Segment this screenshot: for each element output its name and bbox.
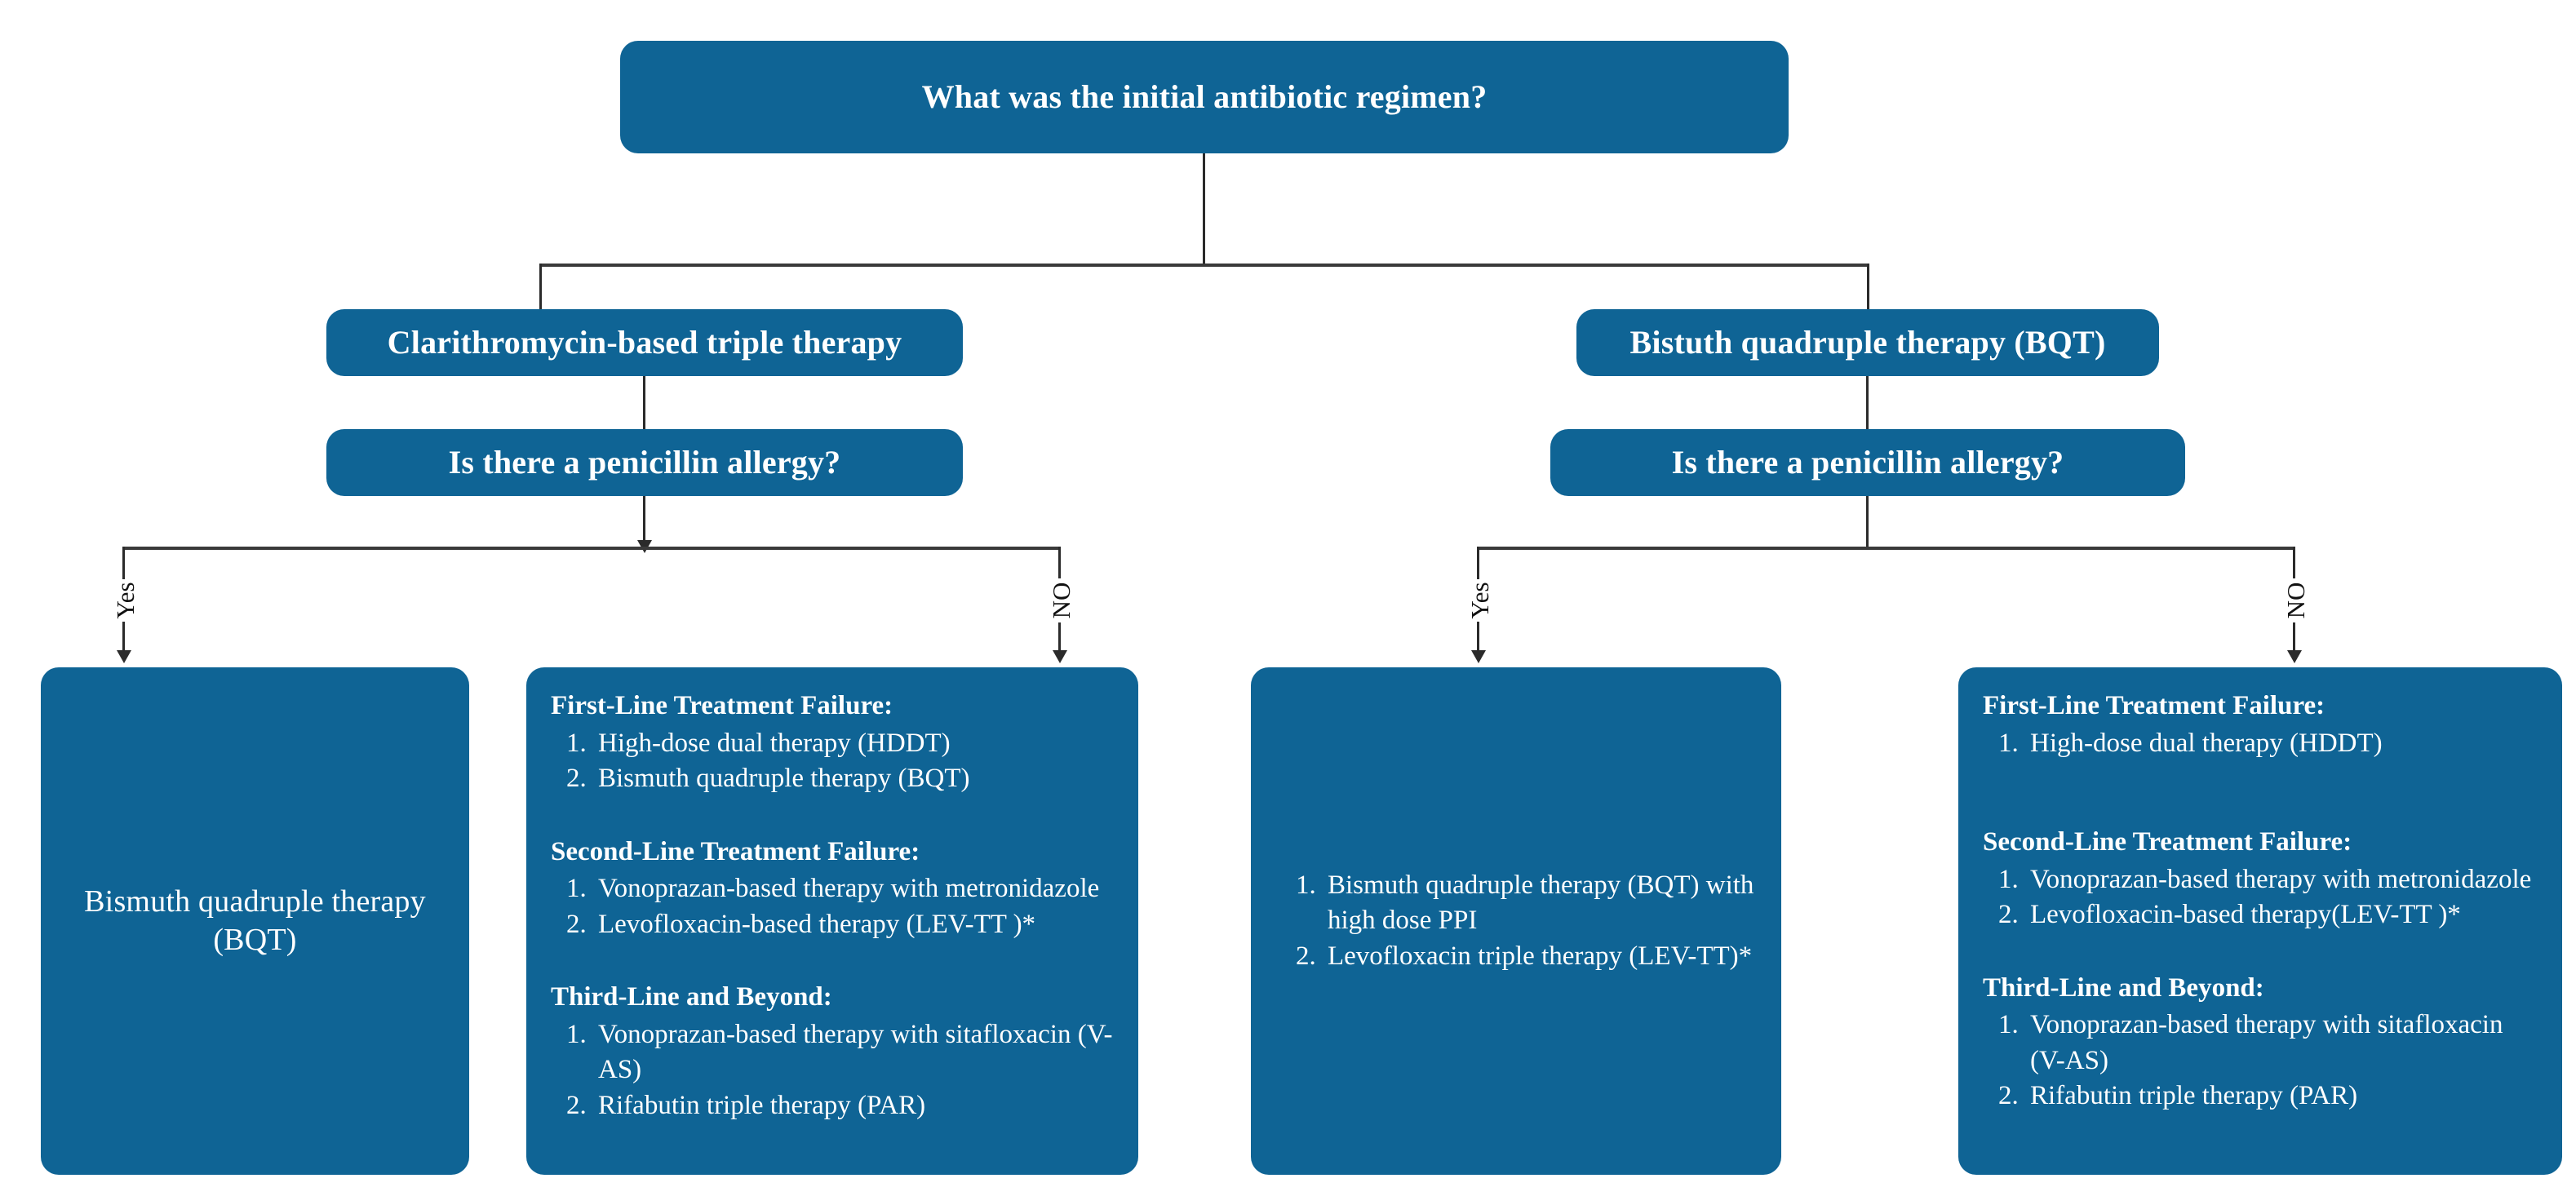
spacer [551, 797, 1119, 835]
arrow-right-no [2287, 650, 2302, 663]
right-allergy-question-label: Is there a penicillin allergy? [1671, 444, 2064, 481]
node-root-question[interactable]: What was the initial antibiotic regimen? [620, 41, 1789, 153]
list-item: Vonoprazan-based therapy with metronidaz… [2025, 862, 2543, 898]
arrow-left-no [1053, 650, 1067, 663]
clari-no-section-title-2: Third-Line and Beyond: [551, 982, 832, 1012]
branch-label-left-yes: Yes [111, 579, 140, 622]
connector-root-right-drop [1867, 264, 1869, 309]
clari-no-section-title-1: Second-Line Treatment Failure: [551, 836, 920, 866]
outcome-clarithromycin-no[interactable]: First-Line Treatment Failure: High-dose … [526, 667, 1138, 1175]
connector-right-split-bar [1477, 547, 2295, 550]
branch-label-right-yes: Yes [1465, 579, 1495, 622]
list-item: Levofloxacin triple therapy (LEV-TT)* [1323, 939, 1757, 975]
list-item: Levofloxacin-based therapy(LEV-TT )* [2025, 897, 2543, 933]
bqt-yes-list: Bismuth quadruple therapy (BQT) with hig… [1284, 868, 1757, 975]
bqt-no-section-list-0: High-dose dual therapy (HDDT) [1983, 726, 2543, 762]
clari-no-section-list-0: High-dose dual therapy (HDDT) Bismuth qu… [551, 726, 1119, 797]
list-item: Bismuth quadruple therapy (BQT) with hig… [1323, 868, 1757, 939]
list-item: High-dose dual therapy (HDDT) [2025, 726, 2543, 762]
connector-left-question-stem [643, 496, 645, 547]
clari-no-section-list-2: Vonoprazan-based therapy with sitafloxac… [551, 1017, 1119, 1124]
clarithromycin-regimen-label: Clarithromycin-based triple therapy [387, 324, 902, 361]
bqt-no-section-title-2: Third-Line and Beyond: [1983, 972, 2264, 1003]
list-item: Vonoprazan-based therapy with metronidaz… [593, 871, 1119, 907]
arrow-left-yes [117, 650, 131, 663]
connector-right-question-stem [1866, 496, 1869, 549]
connector-left-regimen-to-question [643, 376, 645, 429]
bqt-regimen-label: Bistuth quadruple therapy (BQT) [1629, 324, 2106, 361]
bqt-no-section-list-1: Vonoprazan-based therapy with metronidaz… [1983, 862, 2543, 933]
outcome-bqt-yes[interactable]: Bismuth quadruple therapy (BQT) with hig… [1251, 667, 1781, 1175]
bqt-no-section-list-2: Vonoprazan-based therapy with sitafloxac… [1983, 1008, 2543, 1114]
bqt-no-section-title-1: Second-Line Treatment Failure: [1983, 827, 2352, 857]
connector-left-split-bar [122, 547, 1061, 550]
branch-label-right-no: NO [2281, 578, 2311, 622]
node-right-allergy-question[interactable]: Is there a penicillin allergy? [1550, 429, 2185, 496]
spacer [1983, 761, 2543, 825]
connector-right-regimen-to-question [1866, 376, 1869, 429]
outcome-clarithromycin-yes[interactable]: Bismuth quadruple therapy (BQT) [41, 667, 469, 1175]
node-clarithromycin-regimen[interactable]: Clarithromycin-based triple therapy [326, 309, 963, 376]
list-item: Rifabutin triple therapy (PAR) [2025, 1079, 2543, 1114]
list-item: Bismuth quadruple therapy (BQT) [593, 761, 1119, 797]
list-item: Vonoprazan-based therapy with sitafloxac… [593, 1017, 1119, 1088]
node-left-allergy-question[interactable]: Is there a penicillin allergy? [326, 429, 963, 496]
list-item: High-dose dual therapy (HDDT) [593, 726, 1119, 762]
list-item: Levofloxacin-based therapy (LEV-TT )* [593, 907, 1119, 943]
left-allergy-question-label: Is there a penicillin allergy? [448, 444, 841, 481]
arrow-right-yes [1471, 650, 1486, 663]
outcome-bqt-no[interactable]: First-Line Treatment Failure: High-dose … [1958, 667, 2562, 1175]
node-bqt-regimen[interactable]: Bistuth quadruple therapy (BQT) [1576, 309, 2159, 376]
list-item: Vonoprazan-based therapy with sitafloxac… [2025, 1008, 2543, 1079]
branch-label-left-no: NO [1047, 578, 1076, 622]
spacer [1983, 933, 2543, 971]
clari-no-section-list-1: Vonoprazan-based therapy with metronidaz… [551, 871, 1119, 942]
clari-no-section-title-0: First-Line Treatment Failure: [551, 691, 893, 720]
spacer [551, 942, 1119, 980]
connector-root-split-bar [539, 264, 1869, 267]
connector-root-stem [1203, 153, 1205, 265]
outcome-clari-yes-line1: Bismuth quadruple therapy [84, 884, 426, 919]
bqt-no-section-title-0: First-Line Treatment Failure: [1983, 691, 2325, 720]
list-item: Rifabutin triple therapy (PAR) [593, 1088, 1119, 1124]
outcome-clari-yes-line2: (BQT) [213, 923, 297, 957]
root-question-label: What was the initial antibiotic regimen? [921, 78, 1488, 115]
connector-root-left-drop [539, 264, 542, 309]
